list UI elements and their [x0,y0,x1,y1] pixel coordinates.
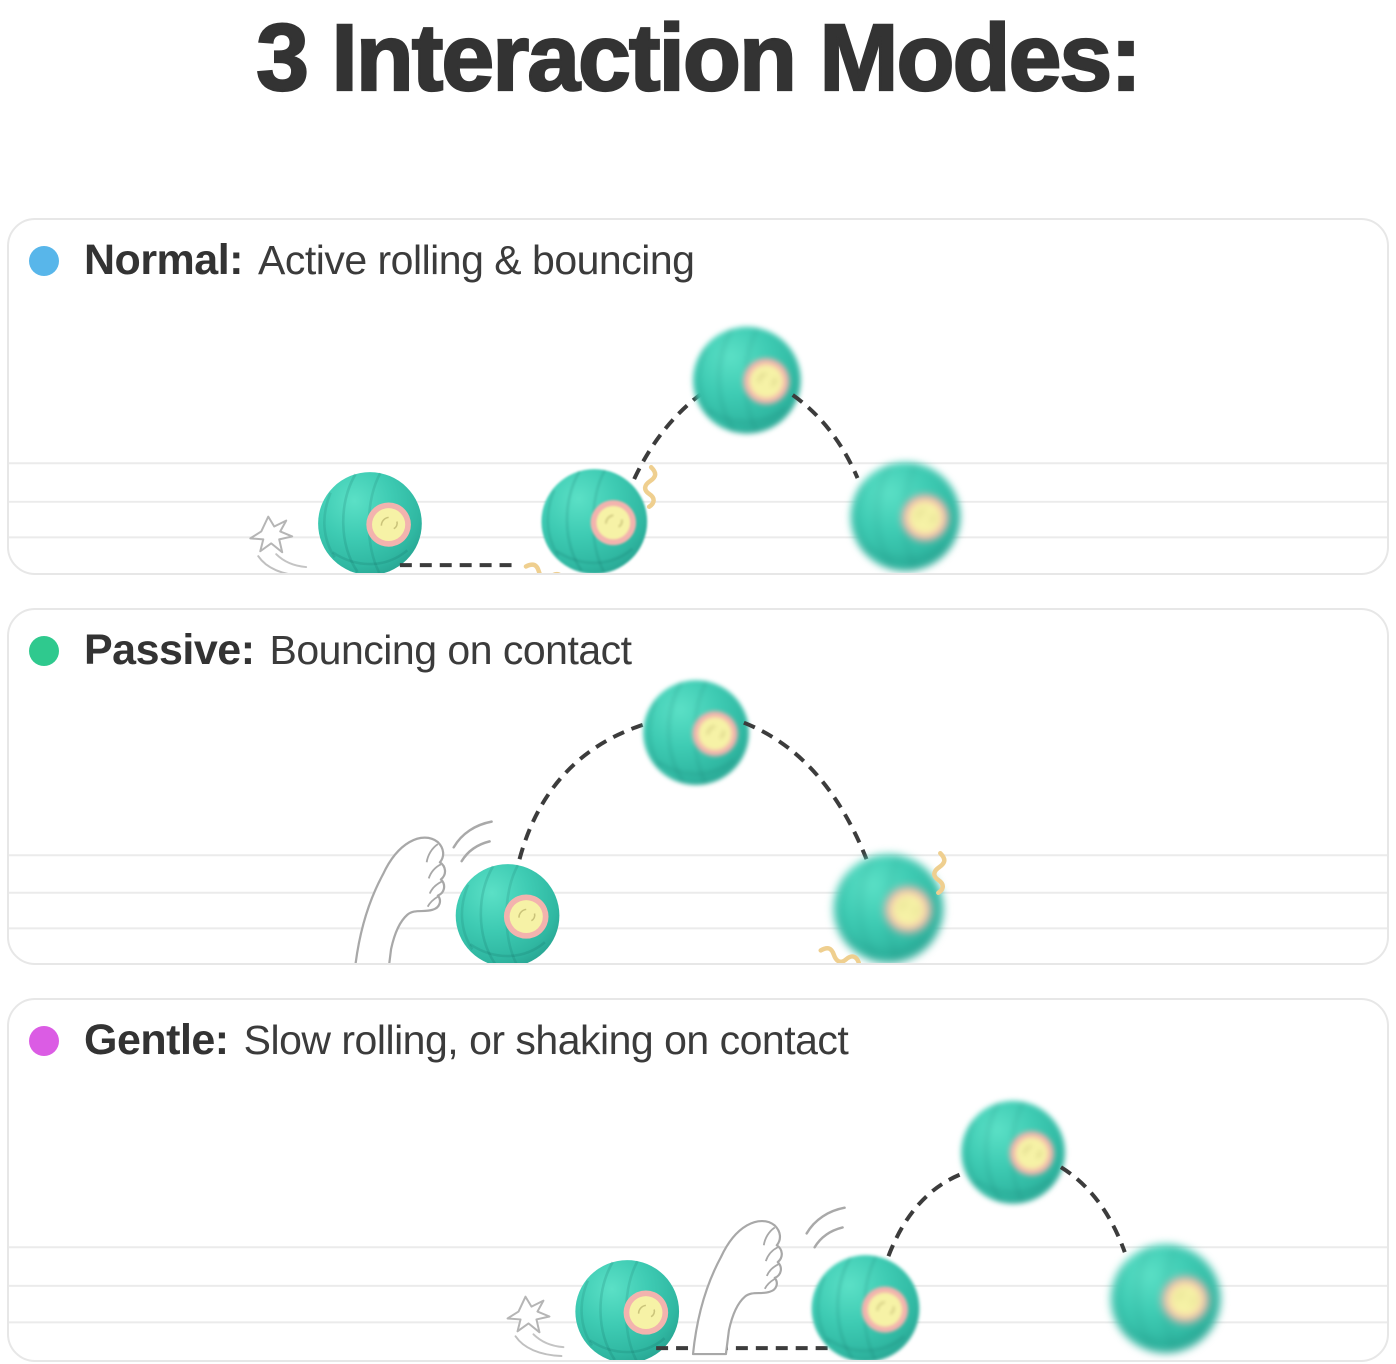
pet-ball-icon [316,470,424,573]
mode-header-passive: Passive: Bouncing on contact [29,626,632,675]
pet-ball-icon [810,1253,921,1360]
normal-mode-illustration [9,325,1387,573]
mode-label-passive: Passive: [84,626,255,674]
trajectory-arc [632,392,703,480]
mode-panel-passive: Passive: Bouncing on contact [7,608,1389,965]
trajectory-arc [886,1172,962,1257]
mode-description-normal: Active rolling & bouncing [257,237,695,283]
pet-ball-icon [832,852,945,963]
trajectory-arc [791,393,860,479]
pet-ball-icon [1109,1242,1222,1355]
trajectory-arc [743,720,869,860]
mode-dot-gentle [29,1025,59,1056]
swipe-burst-icon [506,1295,565,1358]
squiggle-icon [524,563,565,573]
pet-ball-icon [641,678,751,787]
mode-dot-normal [29,245,59,276]
motion-arcs-icon [805,1206,846,1249]
pet-ball-icon [691,325,803,435]
mode-dot-passive [29,635,59,666]
pet-ball-icon [574,1258,681,1360]
mode-header-gentle: Gentle: Slow rolling, or shaking on cont… [29,1016,849,1065]
pet-ball-icon [959,1099,1067,1206]
mode-label-normal: Normal: [84,236,243,284]
mode-description-passive: Bouncing on contact [269,627,633,673]
pet-ball-icon [540,467,649,573]
mode-description-gentle: Slow rolling, or shaking on contact [243,1017,849,1063]
pet-ball-icon [849,460,962,573]
mode-label-gentle: Gentle: [84,1016,229,1064]
cat-paw-icon [691,1219,783,1356]
mode-panel-normal: Normal: Active rolling & bouncing [7,218,1389,575]
trajectory-arc [1059,1165,1127,1253]
trajectory-arc [517,722,644,860]
mode-panel-gentle: Gentle: Slow rolling, or shaking on cont… [7,998,1389,1362]
mode-header-normal: Normal: Active rolling & bouncing [29,236,695,285]
cat-paw-icon [353,836,447,963]
passive-mode-illustration [9,678,1387,963]
gentle-mode-illustration [9,1099,1387,1360]
swipe-burst-icon [249,515,308,573]
pet-ball-icon [454,862,561,963]
page-title: 3 Interaction Modes: [255,4,1143,112]
